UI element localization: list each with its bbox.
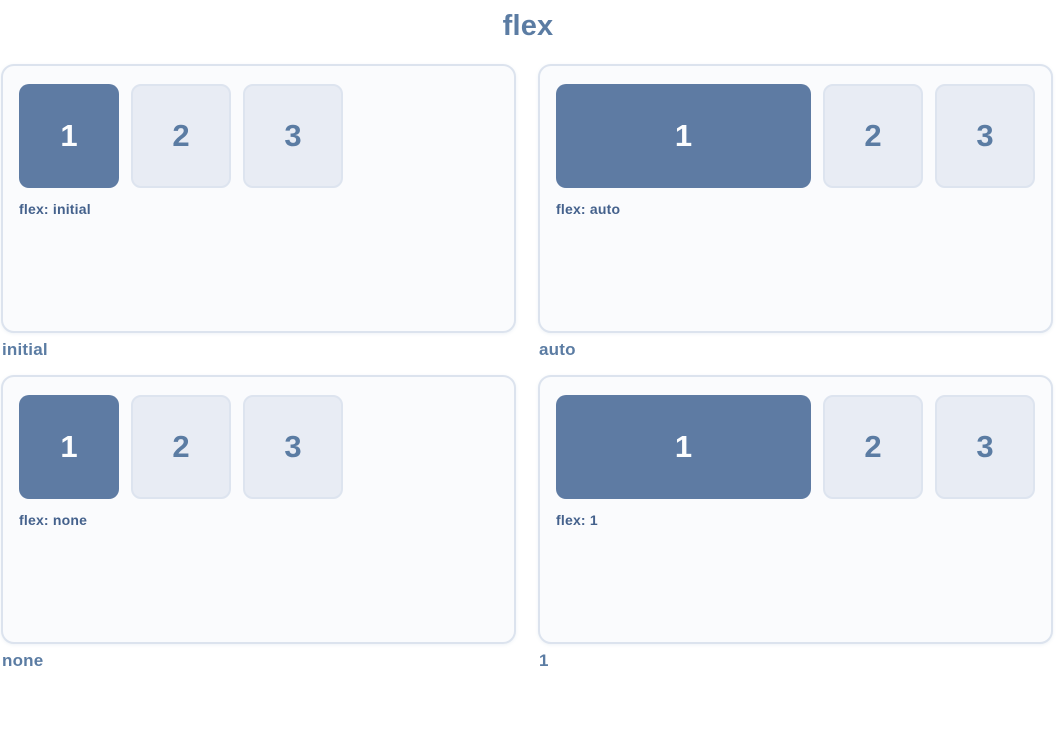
flex-box-1: 1 xyxy=(556,84,811,188)
flex-container: 1 2 3 xyxy=(556,395,1035,499)
flex-box-1: 1 xyxy=(556,395,811,499)
flex-box-2: 2 xyxy=(131,84,231,188)
panel-caption-1: 1 xyxy=(539,651,549,670)
panel-flex-1: 1 2 3 flex: 1 xyxy=(538,375,1053,644)
demo-cell-initial: 1 2 3 flex: initial initial xyxy=(1,64,516,375)
demo-cell-auto: 1 2 3 flex: auto auto xyxy=(538,64,1053,375)
flex-box-3: 3 xyxy=(935,395,1035,499)
flex-container: 1 2 3 xyxy=(19,395,498,499)
flex-box-2: 2 xyxy=(823,84,923,188)
flex-container: 1 2 3 xyxy=(19,84,498,188)
demo-cell-1: 1 2 3 flex: 1 1 xyxy=(538,375,1053,686)
panel-caption-initial: initial xyxy=(2,340,48,359)
panel-caption-auto: auto xyxy=(539,340,576,359)
flex-box-2: 2 xyxy=(131,395,231,499)
flex-box-1: 1 xyxy=(19,395,119,499)
flex-container: 1 2 3 xyxy=(556,84,1035,188)
property-label: flex: 1 xyxy=(556,512,598,528)
flex-box-3: 3 xyxy=(243,395,343,499)
flex-box-1: 1 xyxy=(19,84,119,188)
panel-flex-initial: 1 2 3 flex: initial xyxy=(1,64,516,333)
page-title: flex xyxy=(502,10,554,42)
panel-flex-none: 1 2 3 flex: none xyxy=(1,375,516,644)
property-label: flex: initial xyxy=(19,201,91,217)
demo-grid: 1 2 3 flex: initial initial 1 2 3 flex: … xyxy=(0,64,1056,686)
property-label: flex: none xyxy=(19,512,88,528)
flex-box-3: 3 xyxy=(935,84,1035,188)
property-label: flex: auto xyxy=(556,201,621,217)
panel-caption-none: none xyxy=(2,651,44,670)
flex-box-2: 2 xyxy=(823,395,923,499)
flex-box-3: 3 xyxy=(243,84,343,188)
demo-cell-none: 1 2 3 flex: none none xyxy=(1,375,516,686)
panel-flex-auto: 1 2 3 flex: auto xyxy=(538,64,1053,333)
